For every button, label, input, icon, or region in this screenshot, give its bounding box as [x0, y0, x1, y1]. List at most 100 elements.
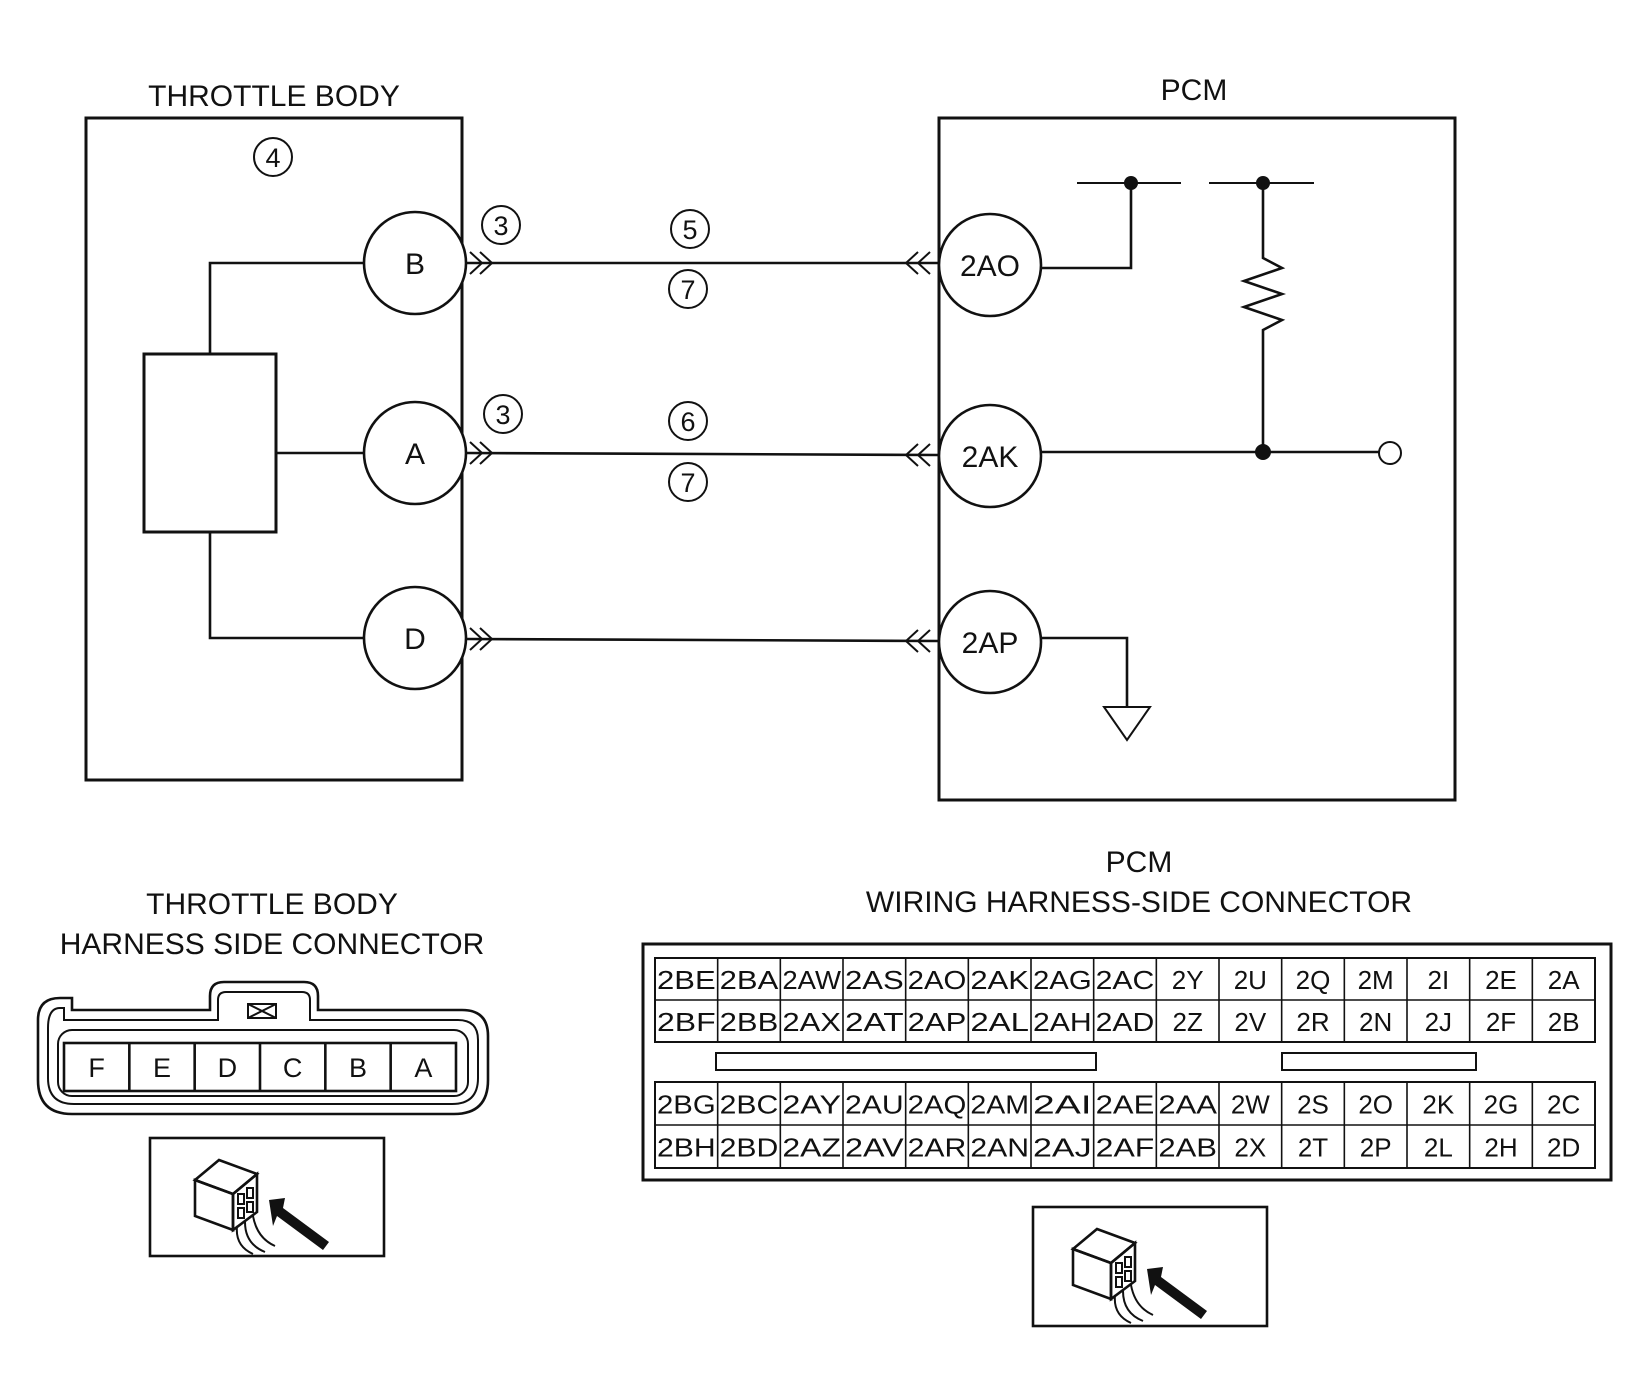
pcm-cavity-label: 2J — [1425, 1007, 1452, 1037]
pcm-cavity-label: 2U — [1234, 965, 1267, 995]
pcm-cavity-label: 2AX — [782, 1007, 841, 1037]
pcm-title: PCM — [1161, 74, 1228, 107]
pcm-cavity-label: 2AR — [908, 1133, 967, 1163]
pcm-cavity-label: 2H — [1484, 1133, 1517, 1163]
pcm-cavity-label: 2D — [1547, 1133, 1580, 1163]
tb-cavity-label: D — [218, 1053, 238, 1083]
pcm-cavity-label: 2A — [1548, 965, 1580, 995]
tb-connector-chevrons — [469, 251, 494, 651]
tb-connector-title-2: HARNESS SIDE CONNECTOR — [60, 928, 485, 961]
tb-pin-a: A — [362, 400, 468, 506]
component-number-callout: 4 — [253, 137, 293, 177]
pcm-connector-chevrons — [904, 251, 931, 653]
pcm-cavity-label: 2X — [1234, 1133, 1266, 1163]
pcm-cavity-label: 2AA — [1158, 1090, 1217, 1120]
pcm-connector-title-1: PCM — [1106, 846, 1173, 879]
throttle-position-sensor — [142, 352, 278, 534]
svg-text:5: 5 — [682, 215, 697, 245]
tb-cavity-label: C — [283, 1053, 303, 1083]
view-direction-arrow-icon — [269, 1198, 329, 1250]
pcm-cavity-label: 2C — [1547, 1090, 1580, 1120]
tb-connector-view-icon — [148, 1136, 386, 1258]
pcm-cavity-label: 2P — [1360, 1133, 1392, 1163]
pcm-cavity-label: 2BE — [657, 965, 716, 995]
callout-wire-a-top: 6 — [668, 401, 708, 441]
pcm-cavity-label: 2AS — [845, 965, 904, 995]
pcm-cavity-label: 2AT — [845, 1007, 904, 1037]
pcm-cavity-label: 2BH — [657, 1133, 716, 1163]
pcm-cavity-label: 2N — [1359, 1007, 1392, 1037]
pull-up-resistor — [1239, 183, 1287, 452]
pcm-cavity-label: 2V — [1234, 1007, 1266, 1037]
pcm-cavity-label: 2BD — [720, 1133, 779, 1163]
svg-text:2AO: 2AO — [960, 250, 1020, 283]
view-direction-arrow-icon — [1147, 1267, 1207, 1319]
pcm-cavity-label: 2AI — [1033, 1090, 1092, 1120]
pcm-cavity-label: 2K — [1422, 1090, 1454, 1120]
tb-cavity-label: E — [153, 1053, 171, 1083]
pcm-cavity-label: 2AN — [970, 1133, 1029, 1163]
pcm-cavity-label: 2AV — [845, 1133, 904, 1163]
pcm-cavity-label: 2AH — [1033, 1007, 1092, 1037]
pcm-cavity-label: 2AO — [908, 965, 967, 995]
svg-text:7: 7 — [680, 468, 695, 498]
svg-text:B: B — [405, 248, 425, 281]
callout-connector-b: 3 — [481, 205, 521, 245]
pcm-pin-2ao: 2AO — [937, 212, 1043, 318]
pcm-cavity-label: 2BC — [720, 1090, 779, 1120]
pcm-cavity-label: 2AW — [782, 965, 841, 995]
svg-text:6: 6 — [680, 407, 695, 437]
pcm-cavity-label: 2AY — [782, 1090, 841, 1120]
pcm-cavity-label: 2AF — [1096, 1133, 1155, 1163]
pcm-cavity-label: 2T — [1298, 1133, 1328, 1163]
pcm-cavity-label: 2B — [1548, 1007, 1580, 1037]
pcm-cavity-label: 2BA — [720, 965, 779, 995]
pcm-cavity-label: 2O — [1358, 1090, 1393, 1120]
pcm-cavity-label: 2AD — [1096, 1007, 1155, 1037]
svg-text:7: 7 — [680, 275, 695, 305]
pcm-cavity-label: 2AJ — [1033, 1133, 1092, 1163]
pcm-cavity-label: 2AM — [970, 1090, 1029, 1120]
pcm-pin-2ap: 2AP — [937, 589, 1043, 695]
pcm-cavity-label: 2AG — [1033, 965, 1092, 995]
pcm-cavity-label: 2AQ — [908, 1090, 967, 1120]
pcm-cavity-label: 2BB — [720, 1007, 779, 1037]
pcm-cavity-label: 2Y — [1172, 965, 1204, 995]
wire-d-2ap — [465, 637, 940, 643]
pcm-cavity-label: 2M — [1358, 965, 1394, 995]
pcm-cavity-label: 2Z — [1172, 1007, 1202, 1037]
pcm-cavity-label: 2AE — [1096, 1090, 1155, 1120]
tb-connector-title-1: THROTTLE BODY — [146, 888, 398, 921]
pcm-pin-2ak: 2AK — [937, 403, 1043, 509]
svg-text:A: A — [405, 438, 425, 471]
pcm-cavity-label: 2AC — [1096, 965, 1155, 995]
tb-cavity-label: F — [88, 1053, 105, 1083]
throttle-body-title: THROTTLE BODY — [148, 80, 400, 113]
pcm-cavity-label: 2BG — [657, 1090, 716, 1120]
wire-a-2ak — [465, 451, 940, 457]
svg-text:3: 3 — [493, 211, 508, 241]
pcm-cavity-label: 2L — [1424, 1133, 1453, 1163]
pcm-cavity-label: 2G — [1484, 1090, 1519, 1120]
test-terminal — [1378, 441, 1402, 465]
svg-text:2AK: 2AK — [962, 441, 1019, 474]
callout-wire-a-bottom: 7 — [668, 462, 708, 502]
svg-text:2AP: 2AP — [962, 627, 1019, 660]
pcm-internal-circuit — [1041, 176, 1402, 742]
svg-text:3: 3 — [495, 400, 510, 430]
tb-cavity-label: B — [349, 1053, 367, 1083]
pcm-cavity-label: 2S — [1297, 1090, 1329, 1120]
pcm-cavity-label: 2AB — [1158, 1133, 1217, 1163]
pcm-connector-view-icon — [1031, 1205, 1269, 1328]
pcm-cavity-label: 2BF — [657, 1007, 716, 1037]
pcm-cavity-label: 2E — [1485, 965, 1517, 995]
pcm-cavity-label: 2Q — [1296, 965, 1331, 995]
pcm-cavity-label: 2AU — [845, 1090, 904, 1120]
pcm-cavity-label: 2AL — [970, 1007, 1029, 1037]
pcm-cavity-label: 2AP — [908, 1007, 967, 1037]
pcm-cavity-label: 2AZ — [782, 1133, 841, 1163]
pcm-cavity-label: 2F — [1486, 1007, 1516, 1037]
